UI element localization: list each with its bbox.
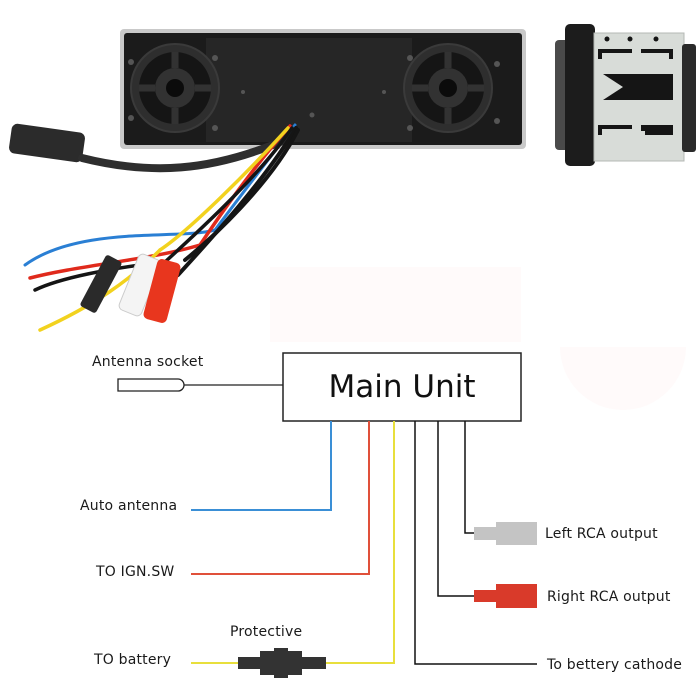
wire-ign-sw [191,421,370,575]
left-fan-icon [130,43,220,133]
main-unit-box [282,352,522,422]
label-cathode: To bettery cathode [547,657,683,673]
stereo-side-view [555,24,696,166]
red-rca-plug [143,259,181,323]
fuse-holder [80,255,122,313]
label-auto-antenna: Auto antenna [80,498,178,514]
wire-cathode [414,421,537,665]
label-left-rca: Left RCA output [545,526,658,542]
main-unit-title: Main Unit [328,369,476,405]
watermark-arc [560,347,686,410]
wire-auto-antenna [191,421,332,511]
left-rca-connector-icon [474,522,537,545]
label-battery: TO battery [94,652,172,668]
stereo-rear-view [120,29,526,149]
label-antenna-socket: Antenna socket [92,354,204,370]
right-fan-icon [403,43,493,133]
wire-right-rca [437,421,474,597]
fuse-icon [238,648,326,678]
watermark-rect [270,267,521,342]
antenna-plug [9,123,85,163]
screws [128,55,500,131]
right-rca-connector-icon [474,584,537,608]
center-plate [206,38,412,142]
label-fuse: Protective [230,624,303,640]
wire-left-rca [464,421,474,534]
label-right-rca: Right RCA output [547,589,671,605]
label-ign-sw: TO IGN.SW [96,564,175,580]
wiring-harness [9,123,300,332]
antenna-socket-icon [117,378,185,392]
